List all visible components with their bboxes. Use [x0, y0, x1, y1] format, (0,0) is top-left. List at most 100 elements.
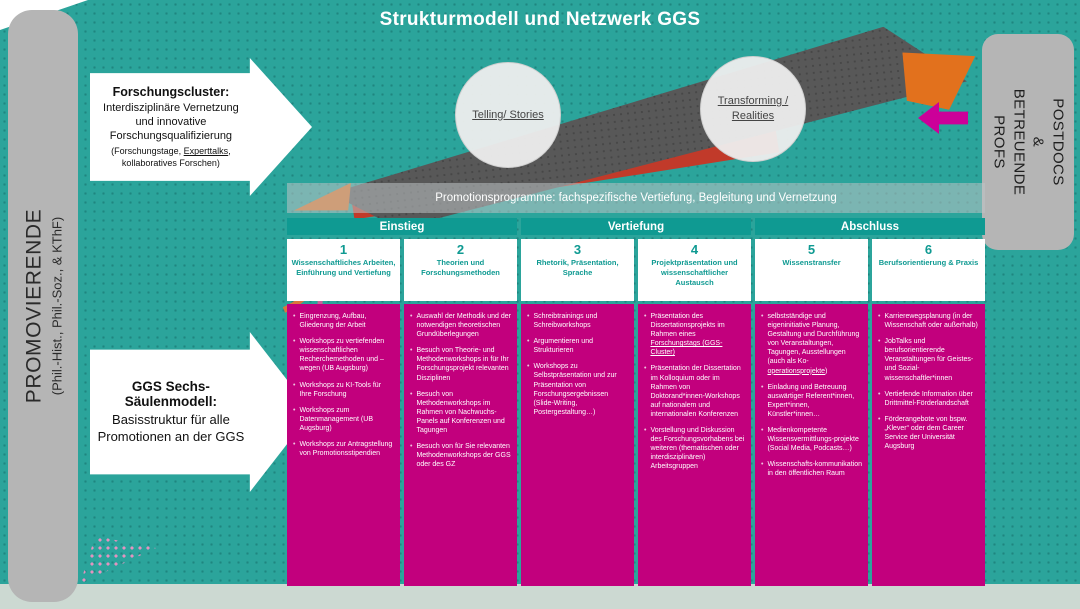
list-item-text: Karrierewegsplanung (in der Wissenschaft…	[884, 313, 978, 330]
phase-einstieg: Einstieg	[287, 218, 517, 235]
forschungscluster-arrow: Forschungscluster: Interdisziplinäre Ver…	[90, 58, 312, 196]
transforming-realities-label: Transforming / Realities	[717, 95, 789, 122]
list-item-text: Workshops zu vertiefenden wissenschaftli…	[299, 338, 385, 373]
promotionsprogramme-banner: Promotionsprogramme: fachspezifische Ver…	[287, 183, 985, 213]
pillar-5-number: 5	[807, 242, 816, 257]
forschungscluster-note: (Forschungstage, Experttalks, kollaborat…	[111, 146, 231, 168]
telling-stories-bubble: Telling/ Stories	[455, 62, 561, 168]
promovierende-panel: PROMOVIERENDE (Phil.-Hist., Phil.-Soz., …	[8, 10, 78, 602]
pillar-6-header: 6 Berufsorientierung & Praxis	[872, 239, 985, 301]
bottom-strip	[0, 584, 1080, 609]
list-item: •Workshops zu Selbstpräsentation und zur…	[527, 362, 629, 417]
bullet-icon: •	[527, 338, 530, 346]
pillar-5-title: Wissenstransfer	[782, 258, 841, 267]
list-item-text: Wissenschafts-kommunikation in den öffen…	[767, 461, 862, 478]
bullet-icon: •	[878, 338, 881, 346]
pillar-2-content: •Auswahl der Methodik und der notwendige…	[404, 304, 517, 586]
list-item-text: Einladung und Betreuung auswärtiger Refe…	[767, 383, 855, 418]
pillar-3-number: 3	[573, 242, 582, 257]
list-item-text: Argumentieren und Strukturieren	[533, 338, 593, 355]
list-item: •Auswahl der Methodik und der notwendige…	[410, 312, 512, 339]
saeulenmodell-body: Basisstruktur für alle Promotionen an de…	[97, 411, 245, 444]
pillar-3-content: •Schreibtrainings und Schreibworkshops •…	[521, 304, 634, 586]
bullet-icon: •	[878, 415, 881, 423]
list-item: •Eingrenzung, Aufbau, Gliederung der Arb…	[293, 312, 395, 330]
list-item: •Präsentation des Dissertationsprojekts …	[644, 312, 746, 357]
list-item: •JobTalks und berufsorientierende Verans…	[878, 337, 980, 382]
pillar-1-title: Wissenschaftliches Arbeiten, Einführung …	[291, 258, 396, 277]
list-item-text: Schreibtrainings und Schreibworkshops	[533, 313, 598, 330]
list-item-text: Eingrenzung, Aufbau, Gliederung der Arbe…	[299, 313, 367, 330]
postdocs-line: & BETREUENDE	[1010, 88, 1047, 196]
list-item: •Vorstellung und Diskussion des Forschun…	[644, 426, 746, 471]
bullet-icon: •	[761, 461, 764, 469]
pillar-5-content: •selbstständige und eigeninitiative Plan…	[755, 304, 868, 586]
list-item: •Besuch von Methodenworkshops im Rahmen …	[410, 390, 512, 435]
list-item-text: Besuch von Theorie- und Methodenworkshop…	[416, 347, 509, 382]
bullet-icon: •	[527, 363, 530, 371]
phase-vertiefung: Vertiefung	[521, 218, 751, 235]
bullet-icon: •	[527, 313, 530, 320]
promovierende-title: PROMOVIERENDE	[22, 208, 45, 404]
list-item: •Workshops zum Datenmanagement (UB Augsb…	[293, 406, 395, 433]
postdocs-line: POSTDOCS	[1049, 98, 1067, 186]
pillar-3-title: Rhetorik, Präsentation, Sprache	[536, 258, 619, 277]
pillar-column-5: 5 Wissenstransfer •selbstständige und ei…	[755, 239, 868, 586]
pillar-2-number: 2	[456, 242, 465, 257]
pillar-2-title: Theorien und Forschungsmethoden	[421, 258, 500, 277]
promovierende-panel-text: PROMOVIERENDE (Phil.-Hist., Phil.-Soz., …	[22, 209, 64, 404]
pillar-1-number: 1	[339, 242, 348, 257]
bullet-icon: •	[644, 313, 647, 320]
pillar-grid: Einstieg Vertiefung Abschluss 1 Wissensc…	[287, 218, 985, 586]
list-item-text: Präsentation des Dissertationsprojekts i…	[650, 313, 725, 357]
list-item: •Schreibtrainings und Schreibworkshops	[527, 312, 629, 330]
list-item-text: JobTalks und berufsorientierende Veranst…	[884, 338, 974, 382]
bullet-icon: •	[293, 441, 296, 449]
transforming-realities-bubble: Transforming / Realities	[700, 56, 806, 162]
pillar-6-content: •Karrierewegsplanung (in der Wissenschaf…	[872, 304, 985, 586]
saeulenmodell-arrow-text: GGS Sechs-Säulenmodell: Basisstruktur fü…	[97, 351, 245, 473]
pillar-3-header: 3 Rhetorik, Präsentation, Sprache	[521, 239, 634, 301]
pillar-column-6: 6 Berufsorientierung & Praxis •Karrierew…	[872, 239, 985, 586]
bullet-icon: •	[761, 313, 764, 320]
pillar-6-number: 6	[924, 242, 933, 257]
pillar-column-1: 1 Wissenschaftliches Arbeiten, Einführun…	[287, 239, 400, 586]
list-item-text: Medienkompetente Wissensvermittlungs-pro…	[767, 427, 859, 453]
promovierende-subtitle: (Phil.-Hist., Phil.-Soz., & KThF)	[49, 216, 64, 396]
pillar-column-4: 4 Projektpräsentation und wissenschaftli…	[638, 239, 751, 586]
list-item-text: selbstständige und eigeninitiative Planu…	[767, 313, 860, 375]
pillar-1-header: 1 Wissenschaftliches Arbeiten, Einführun…	[287, 239, 400, 301]
list-item-text: Vorstellung und Diskussion des Forschung…	[650, 427, 745, 471]
pillar-4-number: 4	[690, 242, 699, 257]
list-item: •Workshops zu vertiefenden wissenschaftl…	[293, 337, 395, 373]
list-item: •Besuch von für Sie relevanten Methodenw…	[410, 442, 512, 469]
postdocs-panel: POSTDOCS & BETREUENDE PROFS	[982, 34, 1074, 250]
bullet-icon: •	[878, 390, 881, 398]
pillar-1-content: •Eingrenzung, Aufbau, Gliederung der Arb…	[287, 304, 400, 586]
list-item: •Einladung und Betreuung auswärtiger Ref…	[761, 383, 863, 419]
list-item-text: Vertiefende Information über Drittmittel…	[884, 390, 973, 407]
list-item-text: Präsentation der Dissertation im Kolloqu…	[650, 365, 741, 418]
list-item-text: Workshops zum Datenmanagement (UB Augsbu…	[299, 406, 373, 432]
forschungscluster-body: Interdisziplinäre Vernetzung und innovat…	[103, 102, 239, 142]
list-item: •Besuch von Theorie- und Methodenworksho…	[410, 346, 512, 382]
bullet-icon: •	[293, 338, 296, 346]
list-item: •Wissenschafts-kommunikation in den öffe…	[761, 460, 863, 478]
pillar-4-title: Projektpräsentation und wissenschaftlich…	[651, 258, 738, 287]
bullet-icon: •	[410, 347, 413, 355]
list-item-text: Workshops zu Selbstpräsentation und zur …	[533, 363, 617, 416]
pillar-4-content: •Präsentation des Dissertationsprojekts …	[638, 304, 751, 586]
forschungscluster-title: Forschungscluster:	[112, 85, 230, 100]
dotted-triangle-shape	[80, 536, 156, 584]
bullet-icon: •	[410, 443, 413, 451]
list-item: •Workshops zur Antragstellung von Promot…	[293, 440, 395, 458]
list-item-text: Besuch von Methodenworkshops im Rahmen v…	[416, 390, 505, 435]
list-item: •Workshops zu KI-Tools für Ihre Forschun…	[293, 381, 395, 399]
pillar-column-3: 3 Rhetorik, Präsentation, Sprache •Schre…	[521, 239, 634, 586]
pillar-4-header: 4 Projektpräsentation und wissenschaftli…	[638, 239, 751, 301]
saeulenmodell-arrow: GGS Sechs-Säulenmodell: Basisstruktur fü…	[90, 332, 312, 492]
list-item-text: Workshops zu KI-Tools für Ihre Forschung	[299, 381, 382, 398]
list-item-text: Besuch von für Sie relevanten Methodenwo…	[416, 443, 511, 469]
list-item: •Argumentieren und Strukturieren	[527, 337, 629, 355]
